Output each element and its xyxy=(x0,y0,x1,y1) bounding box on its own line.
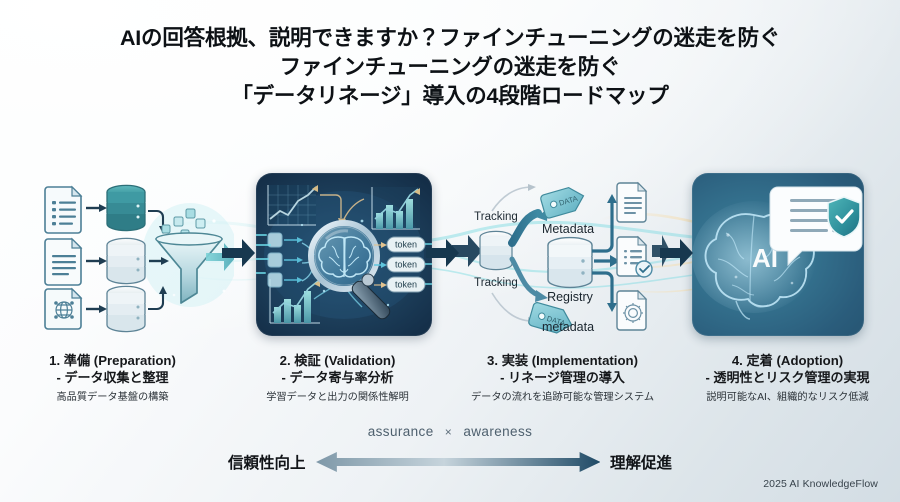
axis-row: 信頼性向上 理解促進 xyxy=(228,449,672,475)
connector-arrow-2 xyxy=(426,239,459,267)
line-chart-top-left xyxy=(267,185,318,226)
registry-label: Registry xyxy=(547,290,594,304)
panel-1-illustration xyxy=(44,184,234,333)
result-document-verified xyxy=(616,235,653,278)
registry-database-icon xyxy=(547,236,593,289)
metadata-tag-bottom: DATA xyxy=(528,302,573,334)
magnifier-brain-icon xyxy=(308,220,391,320)
axis-tagline-multiply-icon: × xyxy=(444,425,453,439)
roadmap-diagram: token token token xyxy=(0,160,900,346)
bar-chart-top-right xyxy=(370,187,420,230)
bar-chart-bottom-left xyxy=(268,279,320,324)
input-tokens-left xyxy=(267,232,315,288)
shield-check-icon xyxy=(827,196,861,238)
step-2-title: 2. 検証 (Validation) xyxy=(279,353,396,368)
axis-tagline-left: assurance xyxy=(367,424,434,439)
database-icon-white-2 xyxy=(106,285,146,333)
token-pill-1: token xyxy=(386,236,426,253)
step-4-note: 説明可能なAI、組織的なリスク低減 xyxy=(706,392,869,403)
axis-right-label: 理解促進 xyxy=(609,455,672,472)
panel-4-adoption: AI xyxy=(692,173,864,336)
page-title: AIの回答根拠、説明できますか？ファインチューニングの迷走を防ぐ ファインチュー… xyxy=(0,24,900,111)
panel-3-illustration: Tracking Tracking DATA xyxy=(452,181,670,334)
axis-tagline: assurance × awareness xyxy=(0,424,900,439)
document-icon-lines xyxy=(44,237,83,286)
document-icon-network xyxy=(44,287,83,330)
panel-4-illustration: AI xyxy=(692,186,863,320)
metadata-bottom-label: metadata xyxy=(542,320,594,334)
step-captions: 1. 準備 (Preparation) - データ収集と整理 高品質データ基盤の… xyxy=(0,352,900,414)
metadata-top-label: Metadata xyxy=(542,222,594,236)
title-line-1: AIの回答根拠、説明できますか？ファインチューニングの迷走を防ぐ xyxy=(119,26,781,50)
token-pill-3: token xyxy=(386,276,426,293)
result-document-top xyxy=(616,181,648,223)
step-1-note: 高品質データ基盤の構築 xyxy=(56,392,169,403)
tracking-top-label: Tracking xyxy=(474,211,518,223)
brain-icon xyxy=(318,236,371,278)
token-pill-1-label: token xyxy=(395,240,417,250)
step-3-subtitle: - リネージ管理の導入 xyxy=(500,370,625,385)
step-2-note: 学習データと出力の関係性解明 xyxy=(266,392,409,403)
axis-left-label: 信頼性向上 xyxy=(228,455,306,472)
seal-icon xyxy=(623,303,643,323)
panel-3-implementation: Tracking Tracking DATA xyxy=(452,173,670,336)
connector-arrow-1 xyxy=(222,239,255,267)
document-icon-list xyxy=(44,185,83,234)
panel-2-validation: token token token xyxy=(256,173,432,336)
token-pill-3-label: token xyxy=(395,280,417,290)
result-document-seal xyxy=(616,289,648,331)
step-4-subtitle: - 透明性とリスク管理の実現 xyxy=(705,370,870,385)
tracking-database-icon xyxy=(479,230,513,271)
connector-arrow-3 xyxy=(660,239,693,267)
step-1: 1. 準備 (Preparation) - データ収集と整理 高品質データ基盤の… xyxy=(0,352,225,414)
token-pill-2-label: token xyxy=(395,260,417,270)
token-pill-2: token xyxy=(386,256,426,273)
step-1-subtitle: - データ収集と整理 xyxy=(56,370,169,385)
step-2-subtitle: - データ寄与率分析 xyxy=(281,370,394,385)
token-pills: token token token xyxy=(374,236,432,293)
funnel-icon xyxy=(155,208,223,304)
panel-2-illustration: token token token xyxy=(256,185,432,324)
metadata-tag-top: DATA xyxy=(540,186,585,219)
step-3: 3. 実装 (Implementation) - リネージ管理の導入 データの流… xyxy=(450,352,675,414)
explanation-bubble xyxy=(769,186,863,267)
tracking-bottom-label: Tracking xyxy=(474,277,518,289)
spectrum-axis: assurance × awareness 信頼性向上 理解促進 xyxy=(0,424,900,476)
check-badge-icon xyxy=(635,260,653,278)
title-line-2: ファインチューニングの迷走を防ぐ xyxy=(279,55,621,79)
panel-1-preparation xyxy=(38,173,234,336)
step-1-title: 1. 準備 (Preparation) xyxy=(49,353,176,368)
step-2: 2. 検証 (Validation) - データ寄与率分析 学習データと出力の関… xyxy=(225,352,450,414)
step-3-note: データの流れを追跡可能な管理システム xyxy=(470,392,655,403)
database-icon-white-1 xyxy=(106,237,146,285)
step-4-title: 4. 定着 (Adoption) xyxy=(731,353,844,368)
database-icon-teal xyxy=(106,184,146,232)
step-3-title: 3. 実装 (Implementation) xyxy=(487,353,638,368)
axis-tagline-right: awareness xyxy=(463,424,533,439)
step-4: 4. 定着 (Adoption) - 透明性とリスク管理の実現 説明可能なAI、… xyxy=(675,352,900,414)
title-line-3: 「データリネージ」導入の4段階ロードマップ xyxy=(231,84,669,108)
footer-credit: 2025 AI KnowledgeFlow xyxy=(763,478,878,490)
bidirectional-arrow-icon xyxy=(315,452,600,472)
